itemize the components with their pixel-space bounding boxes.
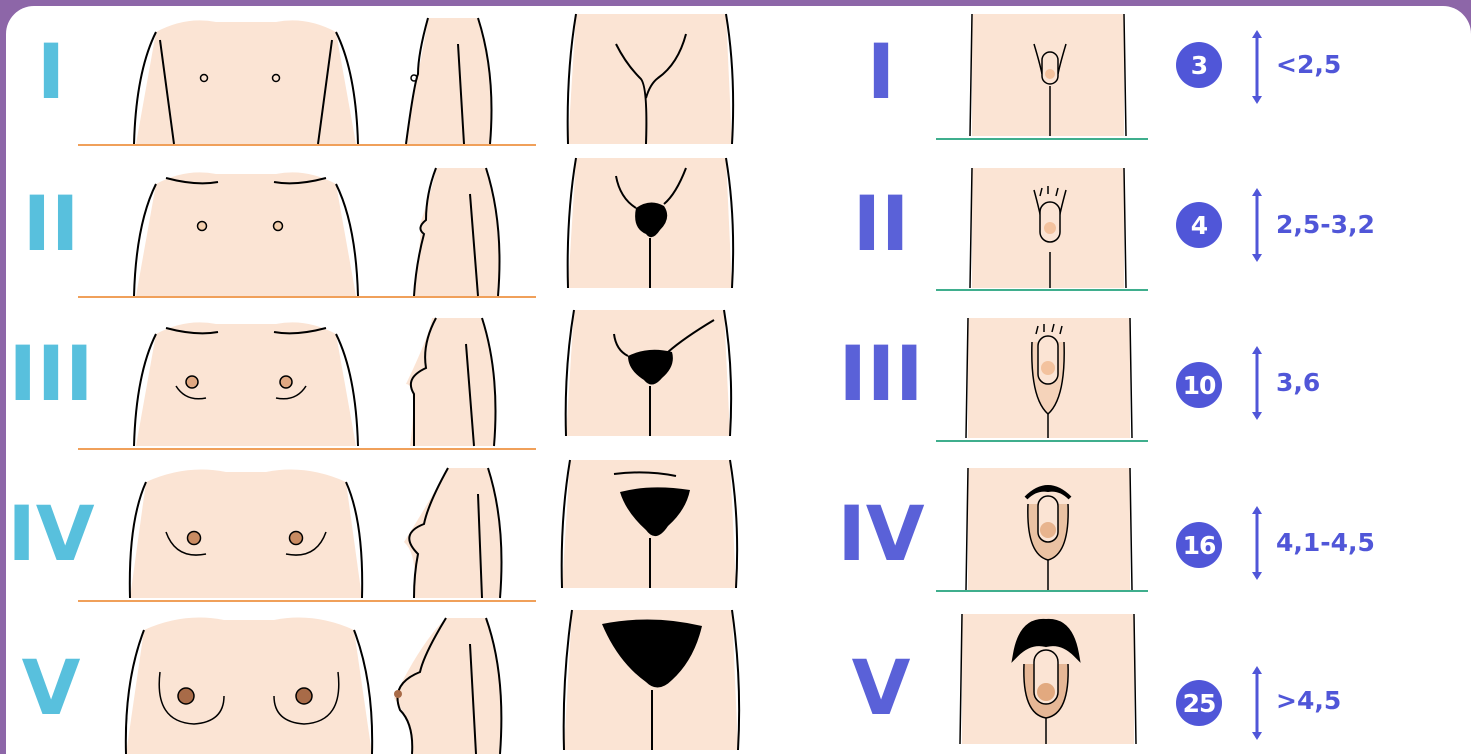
male-stage-4-volume-badge: 16 (1176, 522, 1222, 568)
female-stage-4-chest-illustration (126, 462, 366, 598)
male-stage-5-length-arrow-icon (1250, 666, 1264, 740)
male-stage-2-length-label: 2,5-3,2 (1276, 210, 1375, 239)
male-stage-4-length-label: 4,1-4,5 (1276, 528, 1375, 557)
male-stage-5-numeral: V (836, 650, 926, 726)
male-stage-3-volume-badge: 10 (1176, 362, 1222, 408)
male-stage-5-volume-badge: 25 (1176, 680, 1222, 726)
male-stage-4-genital-illustration (964, 468, 1134, 590)
female-stage-3-numeral: III (6, 336, 96, 412)
female-stage-2-numeral: II (6, 186, 96, 262)
male-stage-5-genital-illustration (958, 614, 1138, 744)
male-stage-2-numeral: II (836, 186, 926, 262)
female-row-divider (78, 448, 536, 450)
female-stage-2-profile-illustration (406, 164, 506, 296)
male-row-divider (936, 289, 1148, 291)
male-stage-4-numeral: IV (836, 496, 926, 572)
male-stage-1-numeral: I (836, 34, 926, 110)
male-stage-3-numeral: III (836, 336, 926, 412)
female-row-divider (78, 296, 536, 298)
female-row-divider (78, 600, 536, 602)
female-stage-1-profile-illustration (398, 14, 498, 144)
female-stage-1-pubic-illustration (566, 14, 736, 144)
male-stage-2-length-arrow-icon (1250, 188, 1264, 262)
female-stage-3-pubic-illustration (564, 310, 734, 436)
female-stage-4-profile-illustration (398, 464, 508, 598)
male-stage-2-genital-illustration (968, 168, 1128, 288)
female-stage-5-numeral: V (6, 650, 96, 726)
male-stage-3-genital-illustration (964, 318, 1134, 438)
male-row-divider (936, 138, 1148, 140)
male-stage-1-length-label: <2,5 (1276, 50, 1341, 79)
female-stage-3-profile-illustration (402, 314, 502, 446)
female-stage-2-chest-illustration (126, 164, 366, 296)
male-stage-2-volume-badge: 4 (1176, 202, 1222, 248)
female-stage-1-chest-illustration (126, 12, 366, 144)
female-stage-4-numeral: IV (6, 496, 96, 572)
male-stage-4-length-arrow-icon (1250, 506, 1264, 580)
female-stage-5-pubic-illustration (562, 610, 742, 750)
male-row-divider (936, 590, 1148, 592)
female-row-divider (78, 144, 536, 146)
tanner-stages-card: I II III IV V (6, 6, 1471, 754)
female-stage-3-chest-illustration (126, 314, 366, 446)
female-stage-2-pubic-illustration (566, 158, 736, 288)
male-stage-1-length-arrow-icon (1250, 30, 1264, 104)
female-stage-1-numeral: I (6, 34, 96, 110)
male-stage-3-length-label: 3,6 (1276, 368, 1320, 397)
male-stage-1-volume-badge: 3 (1176, 42, 1222, 88)
female-stage-5-chest-illustration (124, 612, 374, 754)
female-stage-5-profile-illustration (390, 614, 510, 754)
male-stage-3-length-arrow-icon (1250, 346, 1264, 420)
female-stage-4-pubic-illustration (560, 460, 740, 588)
male-stage-5-length-label: >4,5 (1276, 686, 1341, 715)
male-stage-1-genital-illustration (968, 14, 1128, 136)
male-row-divider (936, 440, 1148, 442)
